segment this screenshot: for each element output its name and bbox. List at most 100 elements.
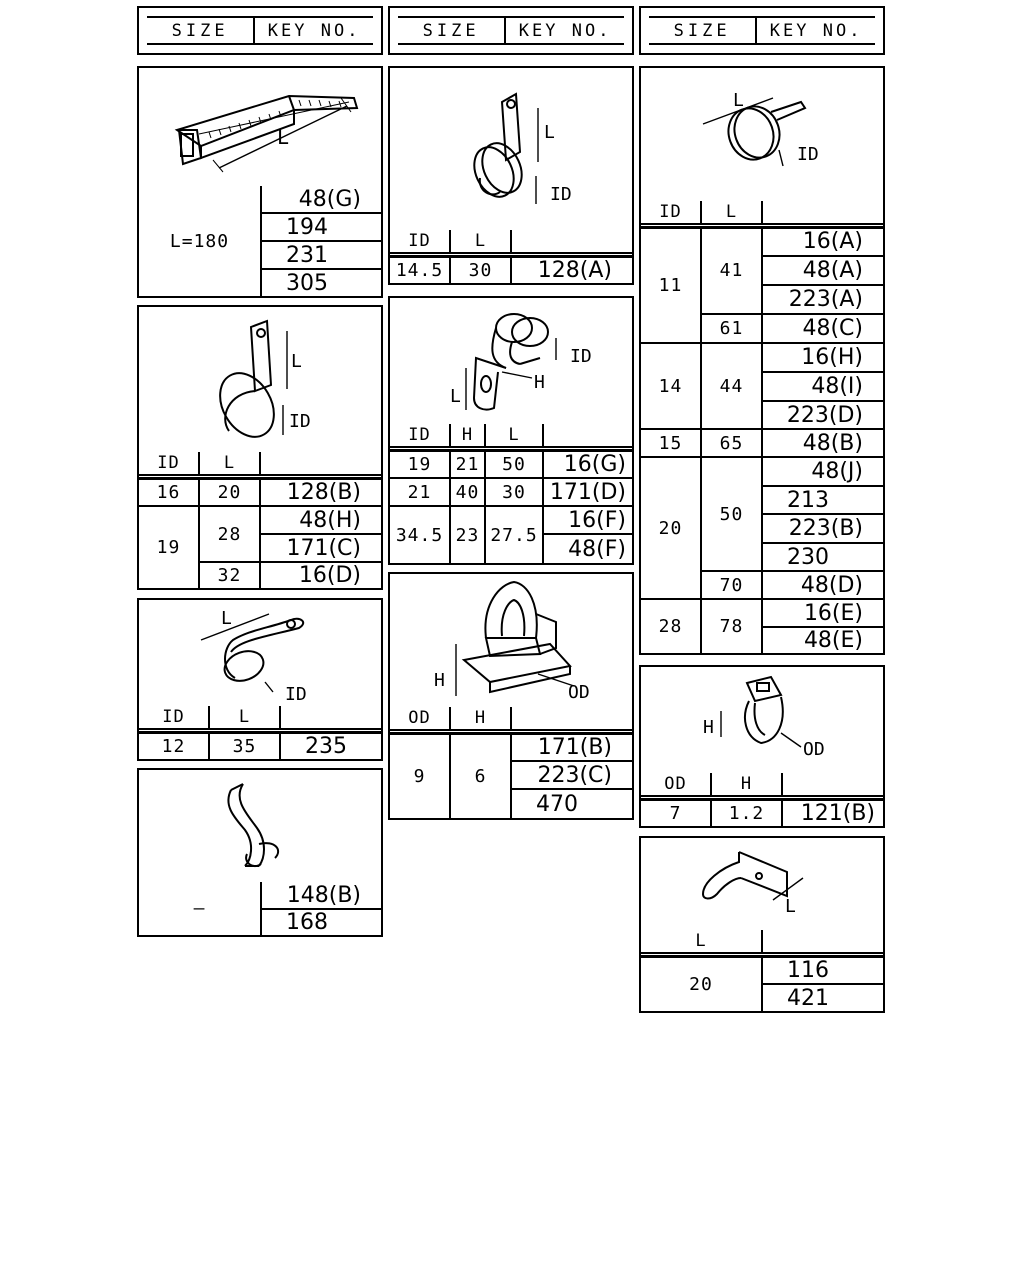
row-key: 48(B) [763, 430, 883, 458]
size-heading: SIZE [147, 18, 256, 43]
row-l: 30 [451, 257, 512, 283]
row-id: 28 [641, 600, 702, 653]
col-id-head: ID [390, 424, 451, 448]
cable-tie-panel: L L=180 48(G) 194 231 305 [137, 66, 383, 298]
snap-clip-drawing: H OD [434, 580, 590, 703]
col-od-head: OD [390, 707, 451, 731]
row-key: 171(D) [544, 479, 632, 507]
table-header-rule [641, 798, 883, 801]
snap-clip-panel: H OD OD H 9 6 171(B) 223(C) 470 [388, 572, 634, 820]
dim-id-label: ID [570, 346, 592, 367]
row-h: 40 [451, 479, 486, 507]
row-h: 1.2 [712, 800, 783, 826]
col-id-head: ID [139, 706, 210, 730]
tie-key-3: 231 [262, 242, 381, 270]
col-l-head: L [200, 452, 261, 476]
row-key: 171(B) [512, 734, 632, 762]
dim-h-label: H [534, 372, 545, 393]
clip-key-1: 148(B) [262, 882, 381, 910]
row-l: 27.5 [486, 507, 544, 563]
row-key: 16(D) [298, 563, 361, 588]
row-h: 23 [451, 507, 486, 563]
row-key: 128(B) [261, 479, 381, 507]
dim-od-label: OD [803, 739, 825, 760]
table-header-rule [139, 477, 381, 480]
col-key-head [783, 773, 883, 797]
row-id: 20 [641, 458, 702, 600]
row-key: 116 [763, 957, 883, 985]
size-heading: SIZE [398, 18, 507, 43]
dim-l-label: L [544, 122, 555, 143]
row-id: 11 [641, 228, 702, 344]
row-key: 230 [763, 544, 883, 572]
table-header-rule [390, 255, 632, 258]
row-l: 20 [200, 479, 261, 507]
dim-id-label: ID [797, 144, 819, 165]
col-id-head: ID [139, 452, 200, 476]
size-heading: SIZE [649, 18, 758, 43]
dim-id-label: ID [289, 411, 311, 432]
dim-l-label: L [785, 896, 796, 917]
col-key-head [763, 201, 883, 225]
col-l-head: L [486, 424, 544, 448]
table-header-rule [139, 731, 381, 734]
row-l: 50 [486, 451, 544, 479]
col-l-head: L [702, 201, 763, 225]
row-od: 7 [641, 800, 712, 826]
row-l: 28 [200, 507, 261, 563]
row-key: 48(D) [763, 572, 883, 600]
dim-h-label: H [703, 717, 714, 738]
tie-size: L=180 [139, 186, 262, 296]
col-key-head [281, 706, 381, 730]
push-clip-drawing: H OD [703, 675, 825, 760]
clip-key-2: 168 [286, 910, 328, 935]
band-clamp-drawing: L ID [702, 90, 819, 167]
p-clamp-panel: L ID ID L 12 35 235 [137, 598, 383, 761]
tie-key-1: 48(G) [262, 186, 381, 214]
row-key: 48(E) [803, 628, 863, 653]
row-h: 21 [451, 451, 486, 479]
row-key: 470 [536, 791, 578, 817]
row-key: 16(G) [544, 451, 632, 479]
dim-l-label: L [221, 608, 232, 629]
table-header-rule [641, 226, 883, 229]
single-clamp-drawing: L ID [473, 92, 572, 205]
clip-size: — [139, 882, 262, 935]
row-key: 213 [763, 487, 883, 515]
row-h: 6 [451, 734, 512, 818]
single-clamp-panel: L ID ID L 14.5 30 128(A) [388, 66, 634, 285]
row-key: 48(A) [763, 257, 883, 286]
dim-id-label: ID [550, 184, 572, 205]
row-id: 21 [390, 479, 451, 507]
loop-clamp-drawing: L ID [219, 319, 311, 438]
bracket-clamp-panel: ID H L ID H L 19 21 50 16(G) 21 40 30 17… [388, 296, 634, 565]
tie-key-4: 305 [286, 270, 328, 296]
table-header-rule [390, 449, 632, 452]
tab-clip-panel: L L 20 116 421 [639, 836, 885, 1013]
row-id: 12 [139, 733, 210, 759]
row-key: 48(I) [763, 373, 883, 402]
row-od: 9 [390, 734, 451, 818]
dim-l-label: L [291, 351, 302, 372]
row-l: 35 [210, 733, 281, 759]
table-header-rule [641, 955, 883, 958]
cable-tie-drawing: L [174, 94, 359, 173]
col-h-head: H [712, 773, 783, 797]
row-l: 30 [486, 479, 544, 507]
row-id: 14.5 [390, 257, 451, 283]
dim-l-label: L [277, 125, 289, 149]
row-l: 44 [702, 344, 763, 430]
dim-od-label: OD [568, 682, 590, 703]
col-h-head: H [451, 707, 512, 731]
row-key: 48(J) [763, 458, 883, 487]
col-key-head [512, 230, 632, 254]
dim-id-label: ID [285, 684, 307, 704]
bracket-clamp-drawing: ID H L [450, 313, 592, 411]
col-key-head [261, 452, 381, 476]
key-no-heading: KEY NO. [267, 20, 361, 41]
row-key: 235 [305, 733, 347, 759]
row-id: 19 [139, 507, 200, 588]
row-key: 16(H) [763, 344, 883, 373]
row-key: 16(F) [544, 507, 632, 535]
